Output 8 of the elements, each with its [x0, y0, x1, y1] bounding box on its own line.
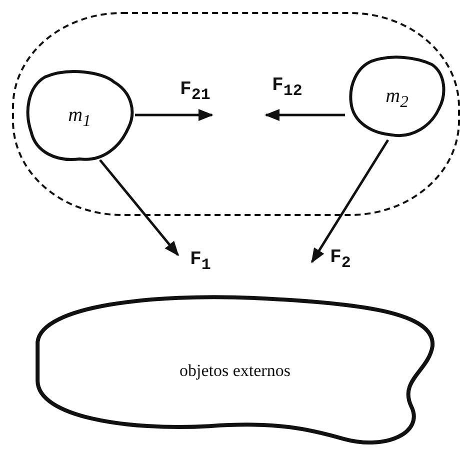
- force-label: F$_{2}$: [330, 246, 351, 272]
- mass-label: m$_{1}$: [68, 104, 91, 130]
- mass-label: m$_{2}$: [386, 84, 408, 112]
- force-label: F$_{12}$: [272, 74, 302, 100]
- force-label: F$_{1}$: [190, 248, 211, 274]
- force-label: F$_{21}$: [180, 78, 210, 104]
- region-label: objetos externos: [180, 361, 290, 381]
- system-boundary: [12, 12, 460, 216]
